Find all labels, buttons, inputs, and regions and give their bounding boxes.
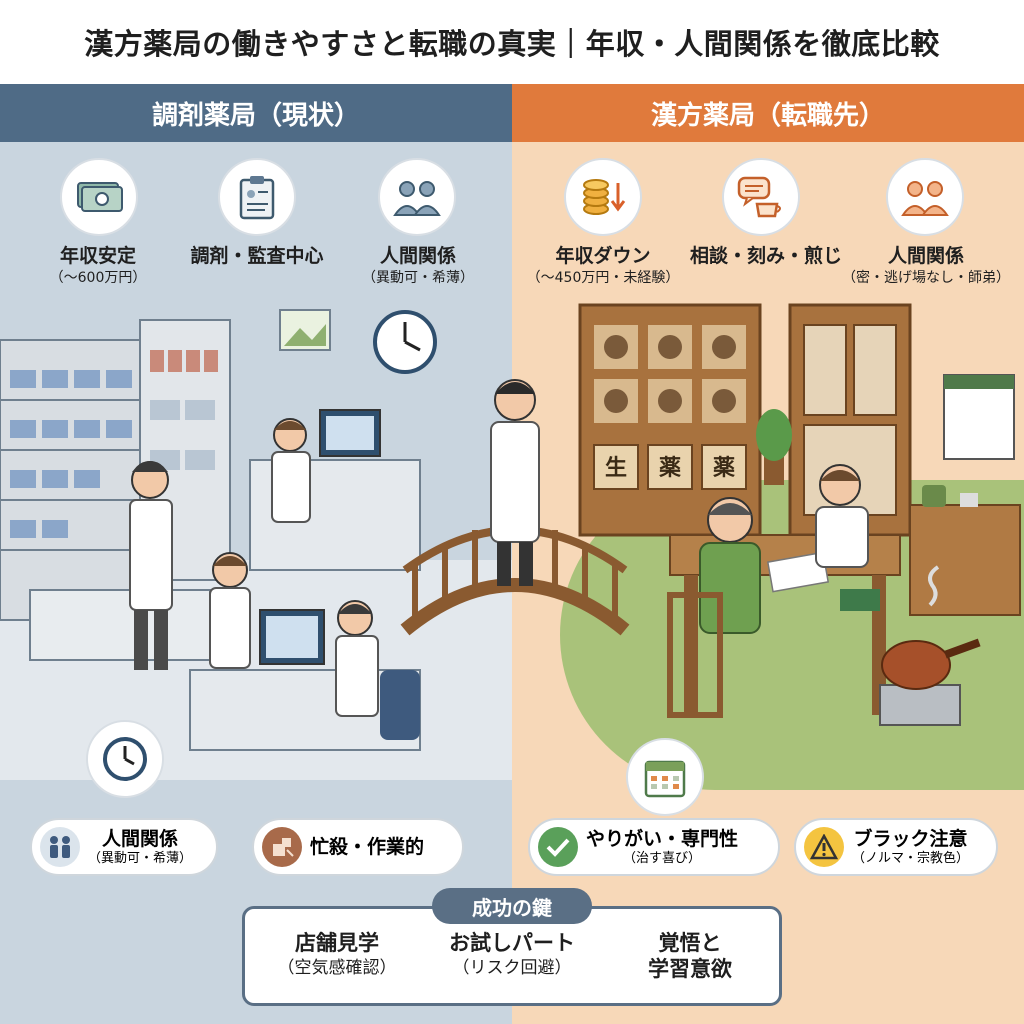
people-small-icon <box>40 827 80 867</box>
dispensing-pharmacy-scene <box>0 309 437 751</box>
warning-icon <box>804 827 844 867</box>
money-icon <box>60 158 138 236</box>
page-title: 漢方薬局の働きやすさと転職の真実｜年収・人間関係を徹底比較 <box>84 27 940 61</box>
cabinet-label-1: 生 <box>605 456 627 481</box>
key-item-trial-part: お試しパート （リスク回避） <box>449 931 575 978</box>
people-icon <box>378 158 456 236</box>
left-item-relations: 人間関係 （異動可・希薄） <box>362 245 474 286</box>
clock-icon <box>86 720 164 798</box>
right-item-relations: 人間関係 （密・逃げ場なし・師弟） <box>842 245 1010 286</box>
left-bottom-busy: 忙殺・作業的 <box>252 818 464 876</box>
left-header: 調剤薬局（現状） <box>0 84 512 142</box>
key-item-store-visit: 店舗見学 （空気感確認） <box>277 931 397 978</box>
right-item-work: 相談・刻み・煎じ <box>690 245 843 267</box>
title-bar: 漢方薬局の働きやすさと転職の真実｜年収・人間関係を徹底比較 <box>0 0 1024 84</box>
check-icon <box>538 827 578 867</box>
right-bottom-warning: ブラック注意 （ノルマ・宗教色） <box>794 818 998 876</box>
left-item-salary: 年収安定 （〜600万円） <box>49 245 147 286</box>
busy-icon <box>262 827 302 867</box>
clipboard-icon <box>218 158 296 236</box>
mentor-icon <box>886 158 964 236</box>
right-item-salary: 年収ダウン （〜450万円・未経験） <box>526 245 680 286</box>
success-key-label: 成功の鍵 <box>432 888 592 924</box>
cabinet-label-3: 薬 <box>713 456 735 481</box>
consult-tea-icon <box>722 158 800 236</box>
left-bottom-relations: 人間関係 （異動可・希薄） <box>30 818 218 876</box>
right-bottom-rewarding: やりがい・専門性 （治す喜び） <box>528 818 780 876</box>
kampo-pharmacy-scene: 生 薬 薬 <box>578 303 1021 726</box>
right-header: 漢方薬局（転職先） <box>512 84 1024 142</box>
calendar-icon <box>626 738 704 816</box>
cabinet-label-2: 薬 <box>659 456 681 481</box>
coins-down-icon <box>564 158 642 236</box>
key-item-resolve: 覚悟と 学習意欲 <box>648 931 732 981</box>
left-item-work: 調剤・監査中心 <box>190 245 324 267</box>
bridge-scene <box>400 379 630 636</box>
